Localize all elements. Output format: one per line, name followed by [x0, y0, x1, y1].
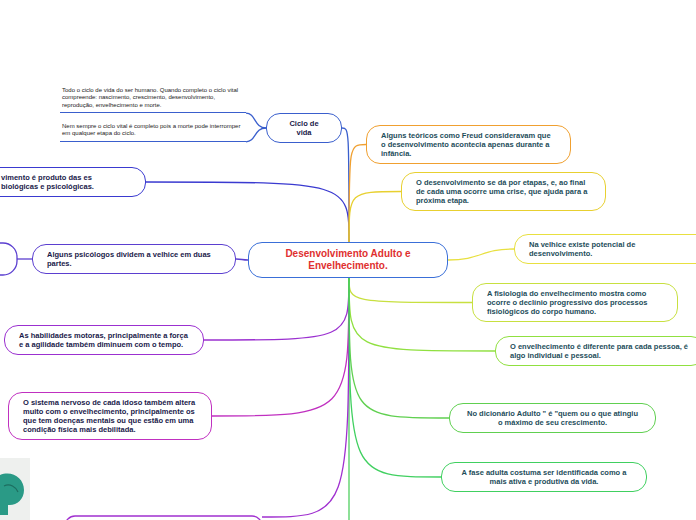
brain-icon: [0, 473, 24, 515]
note-topic: Todo o ciclo de vida do ser humano. Quan…: [60, 85, 246, 113]
topic-box: No dicionário Adulto " é "quem ou o que …: [449, 403, 656, 433]
topic-box: O envelhecimento é diferente para cada p…: [495, 336, 696, 366]
node-text: Desenvolvimento Adulto e Envelhecimento.: [263, 248, 433, 272]
note-topic: Nem sempre o ciclo vital é completo pois…: [60, 121, 246, 142]
topic-box: O sistema nervoso de cada idoso também a…: [8, 392, 212, 440]
node-text: Nem sempre o ciclo vital é completo pois…: [62, 123, 244, 138]
topic-box: A fase adulta costuma ser identificada c…: [441, 462, 647, 492]
branch-connector: [349, 278, 449, 418]
node-text: Todo o ciclo de vida do ser humano. Quan…: [62, 87, 244, 109]
branch-connector: [349, 278, 441, 477]
partial-box: [65, 516, 262, 520]
branch-line: [262, 277, 349, 517]
node-text: O envelhecimento é diferente para cada p…: [510, 342, 690, 360]
branch-connector: [246, 113, 266, 128]
node-text: Alguns teóricos como Freud consideravam …: [381, 131, 556, 158]
branch-line: [17, 258, 32, 259]
branch-connector: [246, 128, 266, 142]
node-text: No dicionário Adulto " é "quem ou o que …: [464, 409, 641, 427]
node-text: A fase adulta costuma ser identificada c…: [456, 468, 632, 486]
node-text: O desenvolvimento se dá por etapas, e, a…: [416, 178, 591, 205]
image-frame: [0, 458, 30, 520]
node-text: O sistema nervoso de cada idoso também a…: [23, 398, 197, 434]
node-text: A fisiologia do envelhecimento mostra co…: [487, 289, 663, 316]
branch-connector: [146, 182, 349, 242]
topic-box: Alguns psicólogos dividem a velhice em d…: [32, 244, 236, 274]
node-text: Alguns psicólogos dividem a velhice em d…: [47, 250, 221, 268]
branch-connector: [349, 192, 401, 243]
central-topic: Desenvolvimento Adulto e Envelhecimento.: [248, 242, 448, 278]
brain-icon-detail: [4, 485, 18, 492]
topic-box: Ciclo de vida: [266, 113, 342, 143]
topic-box: Alguns teóricos como Freud consideravam …: [366, 125, 571, 164]
branch-connector: [236, 259, 248, 260]
branch-connector: [448, 249, 514, 260]
topic-box: Na velhice existe potencial de desenvolv…: [514, 234, 696, 264]
node-text: vimento é produto das es biológicas e ps…: [1, 173, 131, 191]
node-text: Ciclo de vida: [281, 119, 327, 137]
branch-connector: [212, 278, 349, 416]
topic-box: vimento é produto das es biológicas e ps…: [0, 167, 146, 197]
branch-connector: [342, 128, 349, 242]
topic-box: A fisiologia do envelhecimento mostra co…: [472, 283, 678, 322]
node-text: As habilidades motoras, principalmente a…: [19, 331, 189, 349]
topic-box: As habilidades motoras, principalmente a…: [4, 325, 204, 355]
partial-box: [0, 243, 17, 275]
branch-connector: [204, 278, 349, 340]
topic-box: O desenvolvimento se dá por etapas, e, a…: [401, 172, 606, 211]
branch-connector: [349, 278, 472, 303]
node-text: Na velhice existe potencial de desenvolv…: [529, 240, 696, 258]
